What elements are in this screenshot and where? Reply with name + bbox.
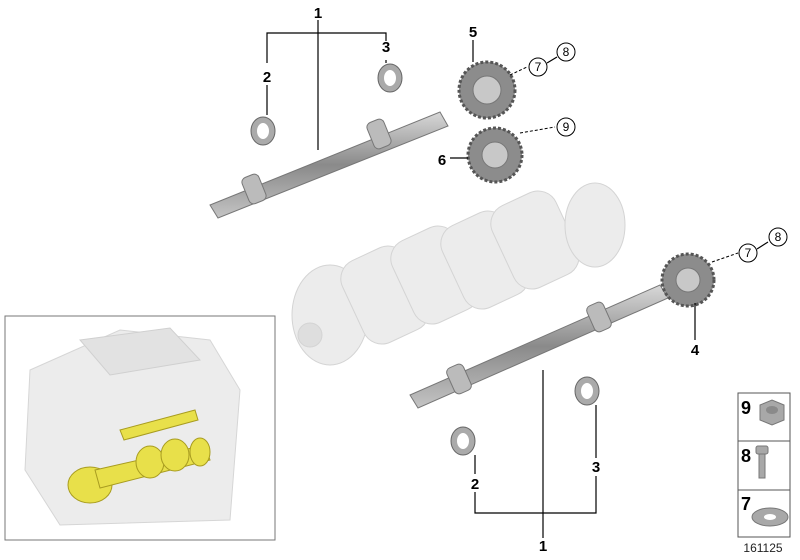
engine-locator-inset <box>4 315 276 541</box>
gear-4[interactable] <box>660 252 716 308</box>
callout-6: 6 <box>438 152 446 169</box>
balance-shaft-highlight <box>67 409 211 504</box>
svg-text:8: 8 <box>775 230 782 244</box>
callout-5: 5 <box>469 24 477 41</box>
diagram-id: 161125 <box>743 541 782 555</box>
needle-bearing[interactable] <box>450 426 476 456</box>
bolt-icon <box>755 445 769 479</box>
callout-2-lower: 2 <box>471 476 479 493</box>
circled-callout-8: 8 <box>546 42 576 64</box>
circled-callout-8: 8 <box>756 227 788 250</box>
needle-bearing[interactable] <box>250 116 276 146</box>
legend-number-7: 7 <box>741 494 751 514</box>
callout-4: 4 <box>691 342 700 359</box>
svg-text:8: 8 <box>563 45 570 59</box>
svg-text:9: 9 <box>563 120 570 134</box>
callout-1-lower: 1 <box>539 538 547 555</box>
circled-callout-7: 7 <box>528 57 548 77</box>
needle-bearing[interactable] <box>377 63 403 93</box>
svg-text:7: 7 <box>745 246 752 260</box>
callout-1-upper: 1 <box>314 5 322 22</box>
hex-nut-icon <box>759 399 785 426</box>
legend-number-8: 8 <box>741 446 751 466</box>
svg-text:7: 7 <box>535 60 542 74</box>
callout-2-upper: 2 <box>263 69 271 86</box>
callout-3-upper: 3 <box>382 39 390 56</box>
callout-3-lower: 3 <box>592 459 600 476</box>
needle-bearing[interactable] <box>574 376 600 406</box>
leader-lines <box>266 20 739 538</box>
washer-icon <box>751 507 789 527</box>
balance-shaft-upper[interactable] <box>209 111 449 219</box>
circled-callout-7: 7 <box>738 243 758 263</box>
legend-number-9: 9 <box>741 398 751 418</box>
gear-6[interactable] <box>466 126 524 184</box>
gear-5[interactable] <box>457 60 517 120</box>
balance-shaft-lower[interactable] <box>409 284 669 409</box>
crankshaft-ghost <box>291 182 626 366</box>
circled-callout-9: 9 <box>556 117 576 137</box>
hardware-legend: 9 8 7 <box>737 392 791 538</box>
